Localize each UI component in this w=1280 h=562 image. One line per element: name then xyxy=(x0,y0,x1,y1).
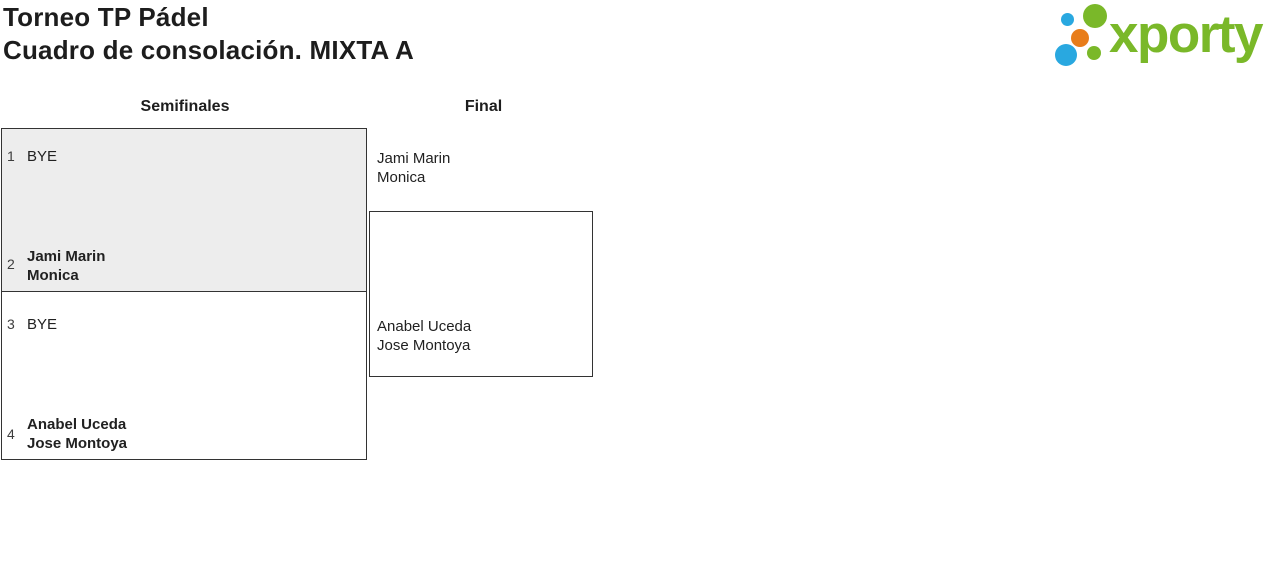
sf-slot-1-team: BYE xyxy=(27,147,57,166)
seed-number-2: 2 xyxy=(7,256,15,272)
team-name-line: Jose Montoya xyxy=(27,435,128,452)
logo-dot-blue-large-icon xyxy=(1055,44,1077,66)
seed-number-4: 4 xyxy=(7,426,15,442)
logo-dot-green-small-icon xyxy=(1087,46,1101,60)
team-name-line: Monica xyxy=(377,169,426,186)
xporty-logo[interactable]: xporty xyxy=(1045,0,1280,72)
final-slot-1-team: Jami Marin Monica xyxy=(377,149,450,187)
final-match-box xyxy=(369,211,593,377)
semifinal-match-1-area xyxy=(2,129,366,292)
round-header-final: Final xyxy=(464,98,503,115)
semifinals-box xyxy=(1,128,367,460)
team-name-line: BYE xyxy=(27,148,58,165)
sf-slot-3-team: BYE xyxy=(27,315,57,334)
logo-dot-blue-small-icon xyxy=(1061,13,1074,26)
tournament-title: Torneo TP Pádel xyxy=(3,2,209,32)
bracket-subtitle: Cuadro de consolación. MIXTA A xyxy=(3,35,414,65)
team-name-line: Anabel Uceda xyxy=(377,318,472,335)
team-name-line: Monica xyxy=(27,267,79,284)
final-slot-2-team: Anabel Uceda Jose Montoya xyxy=(377,317,471,355)
logo-dot-orange-icon xyxy=(1071,29,1089,47)
team-name-line: Jose Montoya xyxy=(377,337,471,354)
logo-dot-green-large-icon xyxy=(1083,4,1107,28)
sf-slot-4-team: Anabel Uceda Jose Montoya xyxy=(27,415,127,453)
team-name-line: Anabel Uceda xyxy=(27,416,127,433)
page-header: Torneo TP Pádel Cuadro de consolación. M… xyxy=(3,1,414,67)
team-name-line: Jami Marin xyxy=(377,150,451,167)
xporty-wordmark: xporty xyxy=(1109,5,1263,64)
round-header-semifinals: Semifinales xyxy=(140,98,230,115)
seed-number-1: 1 xyxy=(7,148,15,164)
seed-number-3: 3 xyxy=(7,316,15,332)
sf-slot-2-team: Jami Marin Monica xyxy=(27,247,105,285)
team-name-line: BYE xyxy=(27,316,58,333)
team-name-line: Jami Marin xyxy=(27,248,106,265)
